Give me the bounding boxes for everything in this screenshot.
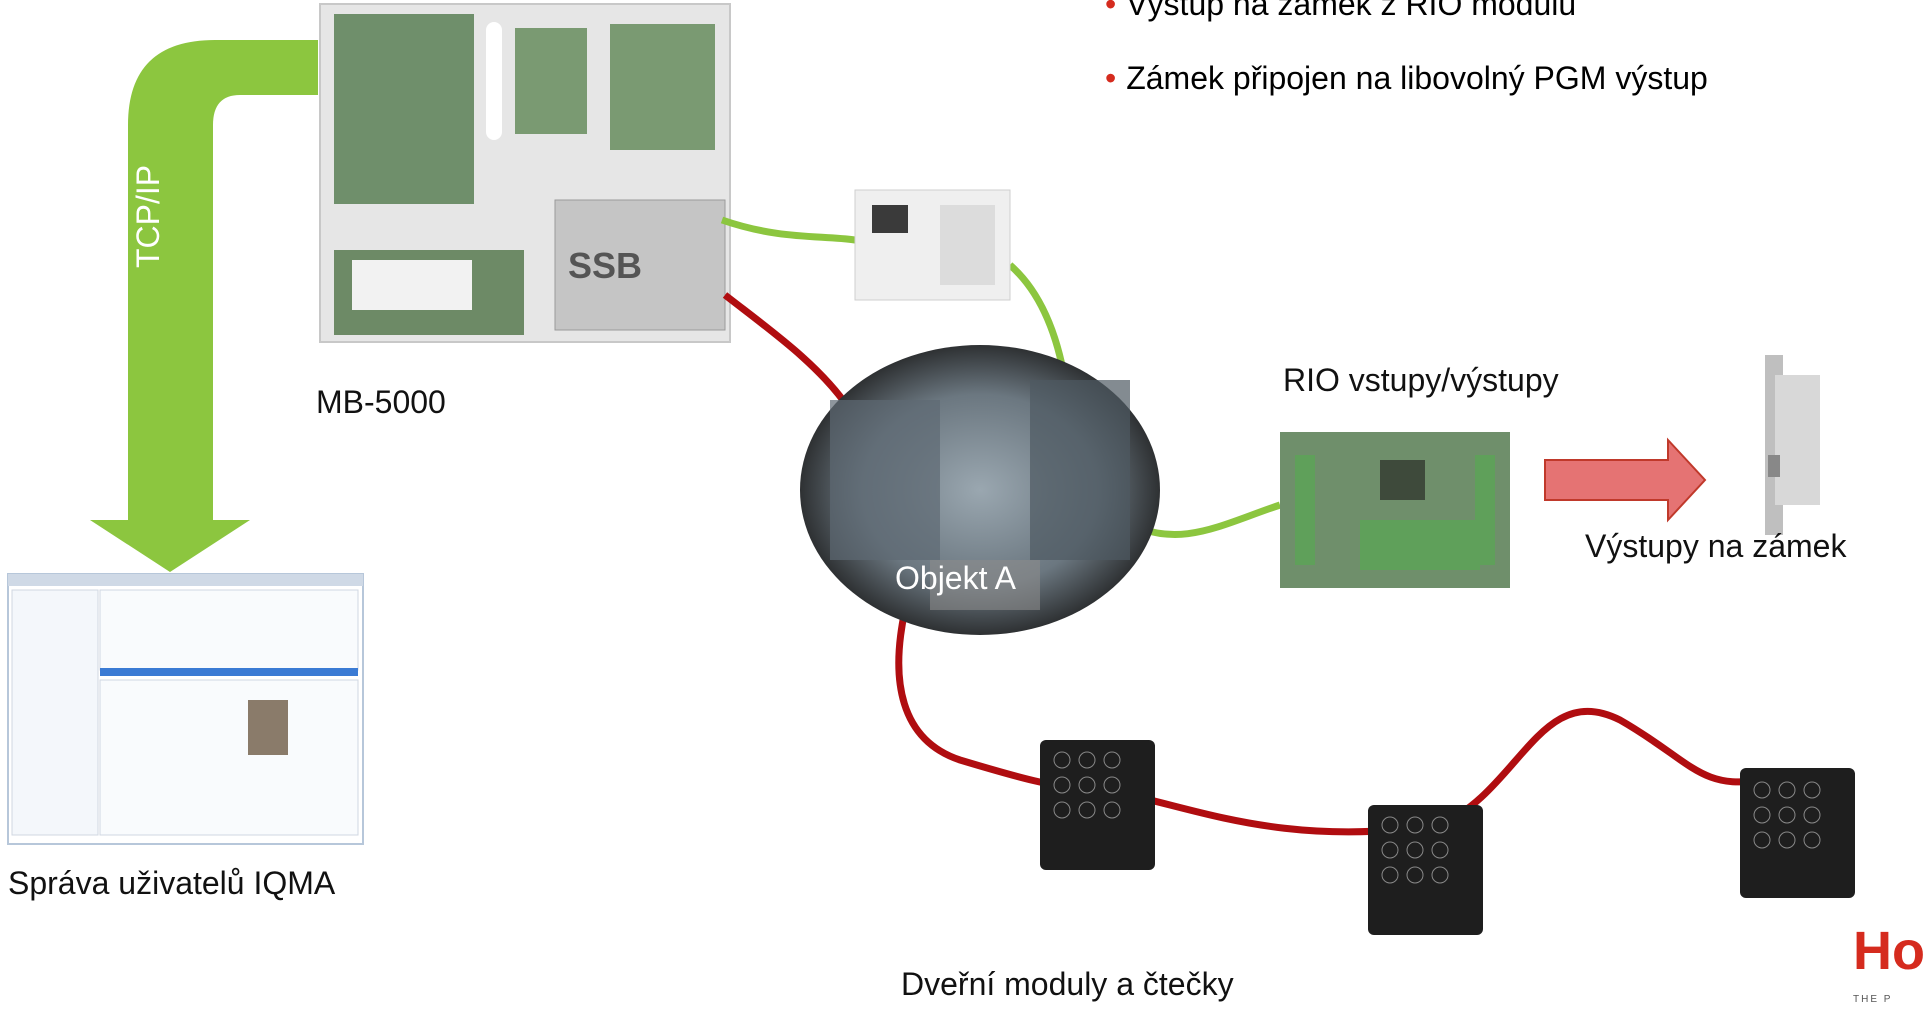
bullet-dot: • <box>1105 60 1117 96</box>
mb5000-label: MB-5000 <box>316 384 446 420</box>
bullet-dot: • <box>1105 0 1117 22</box>
vystupy-label: Výstupy na zámek <box>1585 528 1847 564</box>
brand-logo: Ho <box>1853 921 1925 981</box>
rio-label: RIO vstupy/výstupy <box>1283 362 1559 398</box>
dverni-label: Dveřní moduly a čtečky <box>901 966 1234 1002</box>
tcpip-arrow <box>90 40 318 572</box>
iqma-label: Správa uživatelů IQMA <box>8 865 336 901</box>
reader-3 <box>1740 768 1855 898</box>
red-bus-readers <box>895 609 1761 836</box>
battery: SSB <box>554 199 726 331</box>
mb5000-panel: SSB <box>319 3 731 343</box>
reader-1 <box>1040 740 1155 870</box>
bullet-1: •Výstup na zámek z RIO modulu <box>1105 0 1576 23</box>
rio-module <box>1280 432 1510 588</box>
lock-image <box>1765 355 1820 535</box>
red-line-mb-objekt <box>722 292 853 412</box>
bullet-2: •Zámek připojen na libovolný PGM výstup <box>1105 60 1708 96</box>
tcpip-label: TCP/IP <box>130 164 166 268</box>
red-arrow <box>1544 437 1707 523</box>
small-keypad <box>854 189 1011 301</box>
objekt-a-photo <box>800 345 1160 635</box>
green-line-keypad <box>720 216 856 244</box>
objekt-a-label: Objekt A <box>895 560 1016 596</box>
battery-brand-label: SSB <box>568 245 642 286</box>
iqma-screenshot <box>7 573 364 845</box>
reader-2 <box>1368 805 1483 935</box>
brand-tagline: THE P <box>1853 994 1893 1005</box>
